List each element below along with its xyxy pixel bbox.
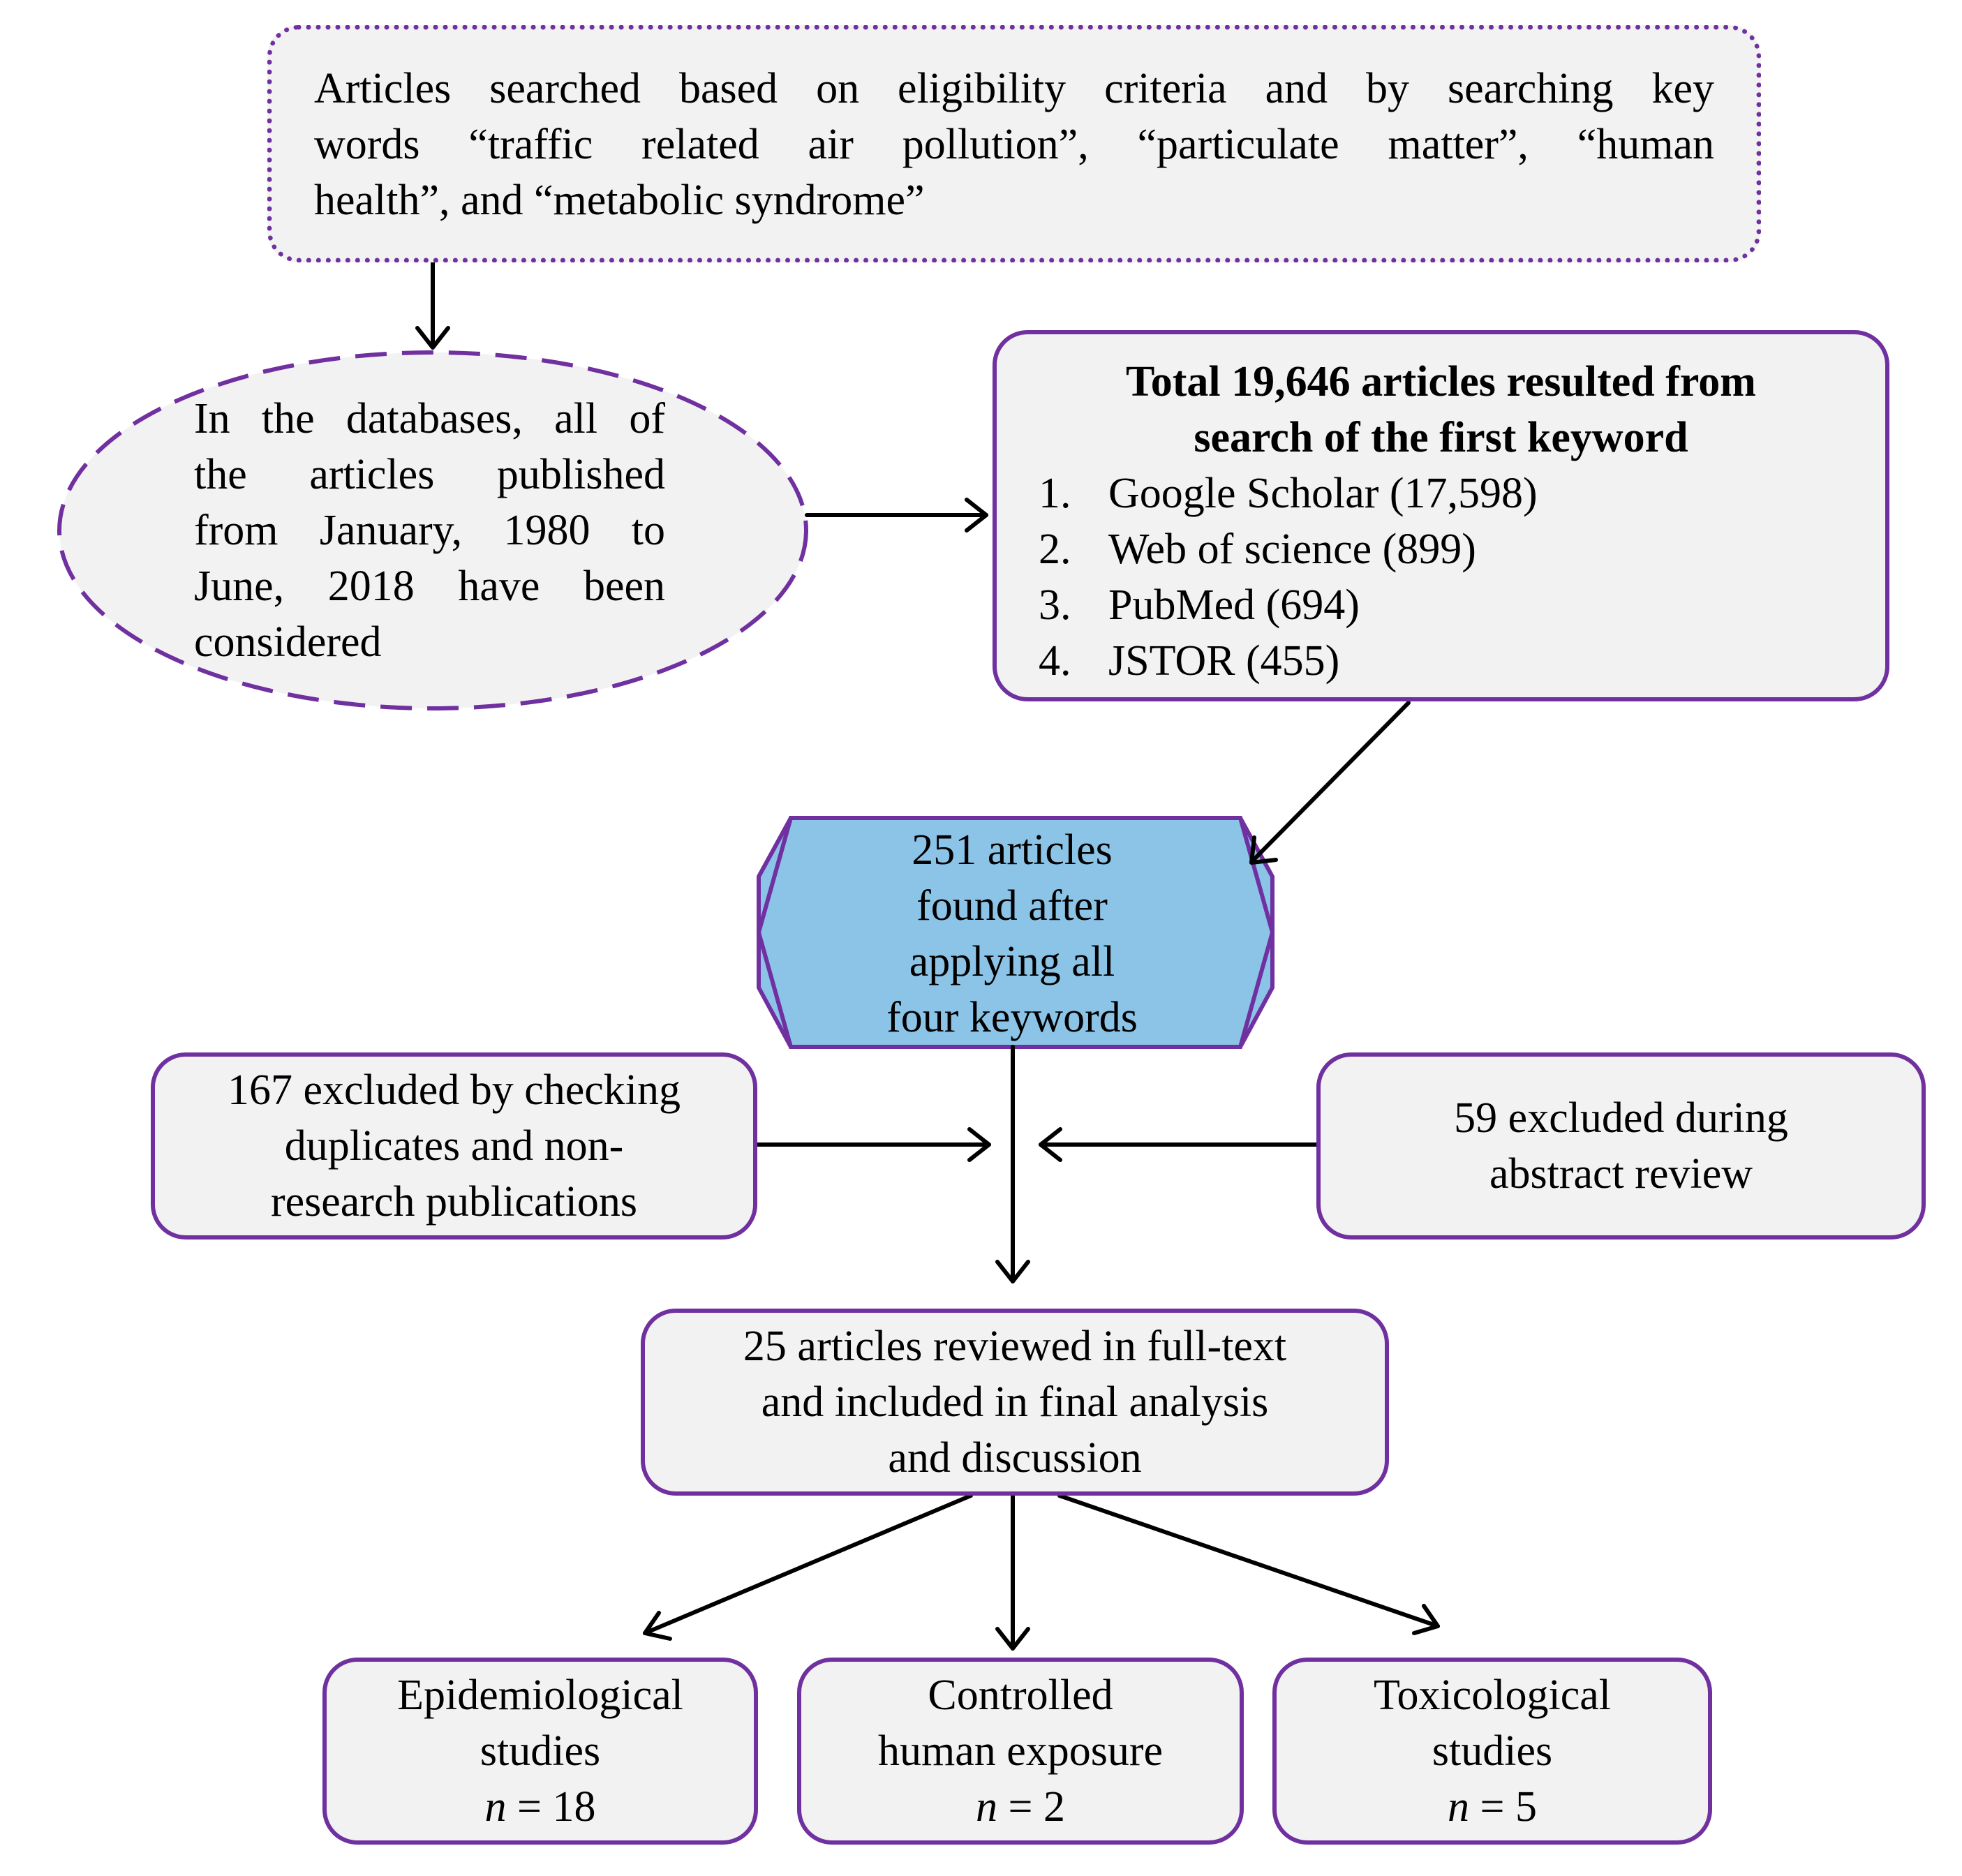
category-count: n = 5 bbox=[1448, 1779, 1537, 1835]
controlled-human-exposure-box: Controlled human exposure n = 2 bbox=[797, 1658, 1244, 1845]
database-item-number: 1. bbox=[1039, 470, 1071, 517]
n-label: n bbox=[976, 1783, 998, 1831]
category-line-1: Controlled bbox=[928, 1672, 1113, 1719]
database-item-label: JSTOR (455) bbox=[1108, 637, 1340, 685]
arrowhead-abstract-to-centre bbox=[1039, 1127, 1062, 1162]
n-label: n bbox=[484, 1783, 507, 1831]
excluded-duplicates-box: 167 excluded by checking duplicates and … bbox=[151, 1052, 757, 1240]
arrowhead-duplicates-to-centre bbox=[967, 1127, 991, 1162]
database-item-label: PubMed (694) bbox=[1108, 581, 1360, 629]
duplicates-line-1: 167 excluded by checking bbox=[227, 1066, 681, 1114]
search-criteria-box: Articles searched based on eligibility c… bbox=[267, 25, 1761, 262]
fulltext-line-3: and discussion bbox=[888, 1434, 1142, 1482]
total-title-line-1: Total 19,646 articles resulted from bbox=[1126, 358, 1756, 405]
category-count: n = 18 bbox=[485, 1779, 596, 1835]
database-item: 1. Google Scholar (17,598) bbox=[1039, 466, 1843, 521]
category-line-2: studies bbox=[480, 1727, 601, 1775]
duplicates-line-2: duplicates and non- bbox=[284, 1122, 624, 1170]
ellipse-line-2: the articles published bbox=[194, 451, 665, 498]
arrowhead-fulltext-to-epi bbox=[643, 1611, 672, 1641]
ellipse-line-1: In the databases, all of bbox=[194, 395, 665, 442]
category-line-1: Toxicological bbox=[1373, 1672, 1611, 1719]
database-item-number: 3. bbox=[1039, 581, 1071, 629]
search-line-3: health”, and “metabolic syndrome” bbox=[314, 177, 925, 224]
hexagon-outline bbox=[756, 816, 1275, 1049]
arrow-total-to-hexagon bbox=[1249, 701, 1411, 864]
database-ellipse-shape bbox=[57, 350, 808, 710]
hexagon-line-4: four keywords bbox=[886, 994, 1138, 1041]
toxicological-studies-box: Toxicological studies n = 5 bbox=[1272, 1658, 1712, 1845]
search-line-2: words “traffic related air pollution”, “… bbox=[314, 121, 1714, 168]
hexagon-line-3: applying all bbox=[909, 938, 1115, 985]
arrowhead-fulltext-to-controlled bbox=[995, 1627, 1030, 1651]
abstract-line-2: abstract review bbox=[1489, 1150, 1753, 1198]
arrowhead-fulltext-to-tox bbox=[1412, 1604, 1440, 1635]
category-count: n = 2 bbox=[976, 1779, 1065, 1835]
database-item: 4. JSTOR (455) bbox=[1039, 633, 1843, 689]
n-label: n bbox=[1448, 1783, 1470, 1831]
arrowhead-total-to-hexagon bbox=[1249, 835, 1278, 865]
excluded-abstract-box: 59 excluded during abstract review bbox=[1316, 1052, 1926, 1240]
ellipse-line-3: from January, 1980 to bbox=[194, 507, 665, 554]
total-title-line-2: search of the first keyword bbox=[1194, 414, 1688, 461]
n-value: = 18 bbox=[506, 1783, 596, 1831]
full-text-review-box: 25 articles reviewed in full-text and in… bbox=[641, 1309, 1389, 1496]
database-item-number: 2. bbox=[1039, 526, 1071, 573]
category-line-2: human exposure bbox=[877, 1727, 1164, 1775]
database-ellipse-text: In the databases, all of the articles pu… bbox=[194, 391, 665, 670]
arrow-fulltext-to-tox bbox=[1057, 1494, 1440, 1628]
ellipse-line-4: June, 2018 have been bbox=[194, 563, 665, 610]
hexagon-line-2: found after bbox=[916, 882, 1108, 930]
ellipse-line-5: considered bbox=[194, 618, 382, 666]
n-value: = 2 bbox=[997, 1783, 1065, 1831]
fulltext-line-2: and included in final analysis bbox=[761, 1378, 1269, 1426]
search-line-1: Articles searched based on eligibility c… bbox=[314, 65, 1714, 112]
database-item-label: Web of science (899) bbox=[1108, 526, 1476, 573]
database-item-label: Google Scholar (17,598) bbox=[1108, 470, 1538, 517]
arrow-fulltext-to-epi bbox=[643, 1494, 973, 1635]
n-value: = 5 bbox=[1469, 1783, 1537, 1831]
database-item: 2. Web of science (899) bbox=[1039, 521, 1843, 577]
category-line-1: Epidemiological bbox=[397, 1672, 683, 1719]
fulltext-line-1: 25 articles reviewed in full-text bbox=[743, 1323, 1287, 1370]
abstract-line-1: 59 excluded during bbox=[1454, 1094, 1788, 1142]
category-line-2: studies bbox=[1432, 1727, 1553, 1775]
hexagon-text: 251 articles found after applying all fo… bbox=[803, 822, 1221, 1045]
arrowhead-search-to-ellipse bbox=[415, 326, 450, 350]
database-item: 3. PubMed (694) bbox=[1039, 577, 1843, 633]
database-list: 1. Google Scholar (17,598) 2. Web of scien… bbox=[1039, 466, 1843, 689]
total-articles-box: Total 19,646 articles resulted from sear… bbox=[993, 330, 1889, 701]
database-item-number: 4. bbox=[1039, 637, 1071, 685]
duplicates-line-3: research publications bbox=[270, 1178, 638, 1226]
epidemiological-studies-box: Epidemiological studies n = 18 bbox=[322, 1658, 758, 1845]
arrowhead-ellipse-to-total bbox=[965, 498, 988, 533]
arrowhead-hexagon-to-fulltext bbox=[995, 1260, 1030, 1283]
hexagon-line-1: 251 articles bbox=[912, 826, 1113, 874]
